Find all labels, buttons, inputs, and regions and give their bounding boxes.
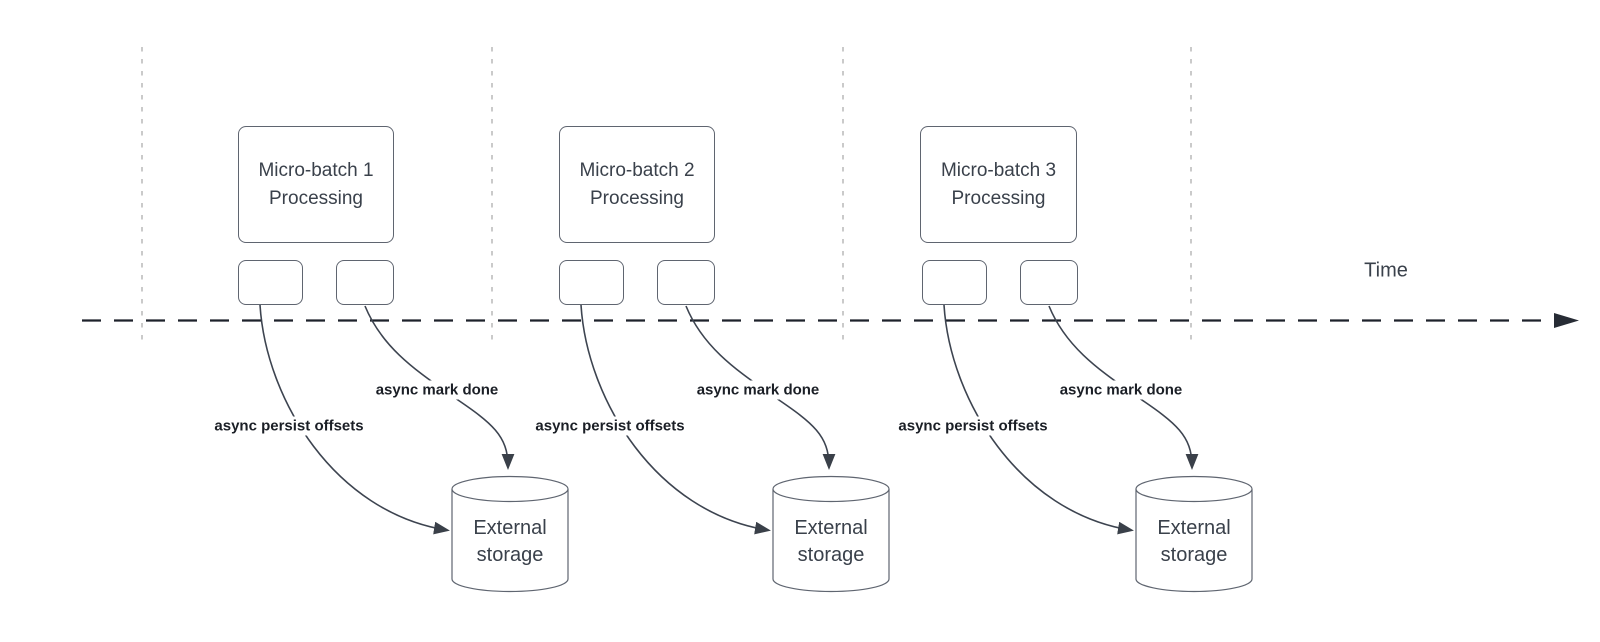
task-box-2-left [559,260,624,305]
micro-batch-box-2-title-line1: Micro-batch 2 [579,159,695,181]
task-box-2-right [657,260,715,305]
task-box-3-right [1020,260,1078,305]
micro-batch-box-1-title-line1: Micro-batch 1 [258,159,374,181]
timeline-arrowhead-icon [1554,313,1579,328]
mark-done-label-2: async mark done [692,380,824,400]
external-storage-label-1: External storage [452,515,568,569]
persist-offsets-label-2: async persist offsets [531,416,689,436]
micro-batch-box-3-title-line2: Processing [951,187,1046,209]
mark-done-label-3: async mark done [1055,380,1187,400]
task-box-1-right [336,260,394,305]
persist-offsets-label-3: async persist offsets [894,416,1052,436]
storage-cylinder-2 [772,489,890,593]
section-3-connectors [943,304,1253,593]
time-axis-label: Time [1364,259,1408,282]
external-storage-label-2: External storage [773,515,889,569]
external-storage-label-3-line2: storage [1160,544,1228,566]
section-2-connectors [580,304,890,593]
external-storage-label-3: External storage [1136,515,1252,569]
task-box-1-left [238,260,303,305]
persist-offsets-arrow-1 [259,304,450,535]
external-storage-label-3-line1: External [1157,517,1231,539]
task-box-3-left [922,260,987,305]
persist-offsets-label-1: async persist offsets [210,416,368,436]
micro-batch-box-3: Micro-batch 3 Processing [920,126,1077,243]
mark-done-label-1: async mark done [371,380,503,400]
storage-cylinder-top-1 [451,475,569,503]
external-storage-label-1-line2: storage [476,544,544,566]
persist-offsets-arrow-2 [580,304,771,535]
external-storage-label-2-line1: External [794,517,868,539]
micro-batch-box-1: Micro-batch 1 Processing [238,126,394,243]
storage-cylinder-3 [1135,489,1253,593]
micro-batch-box-2: Micro-batch 2 Processing [559,126,715,243]
micro-batch-box-3-title-line1: Micro-batch 3 [940,159,1057,181]
storage-cylinder-top-2 [772,475,890,503]
external-storage-label-1-line1: External [473,517,547,539]
external-storage-label-2-line2: storage [797,544,865,566]
micro-batch-box-2-title-line2: Processing [590,187,684,209]
storage-cylinder-1 [451,489,569,593]
persist-offsets-arrow-3 [943,304,1134,535]
micro-batch-box-1-title-line2: Processing [269,187,363,209]
storage-cylinder-top-3 [1135,475,1253,503]
